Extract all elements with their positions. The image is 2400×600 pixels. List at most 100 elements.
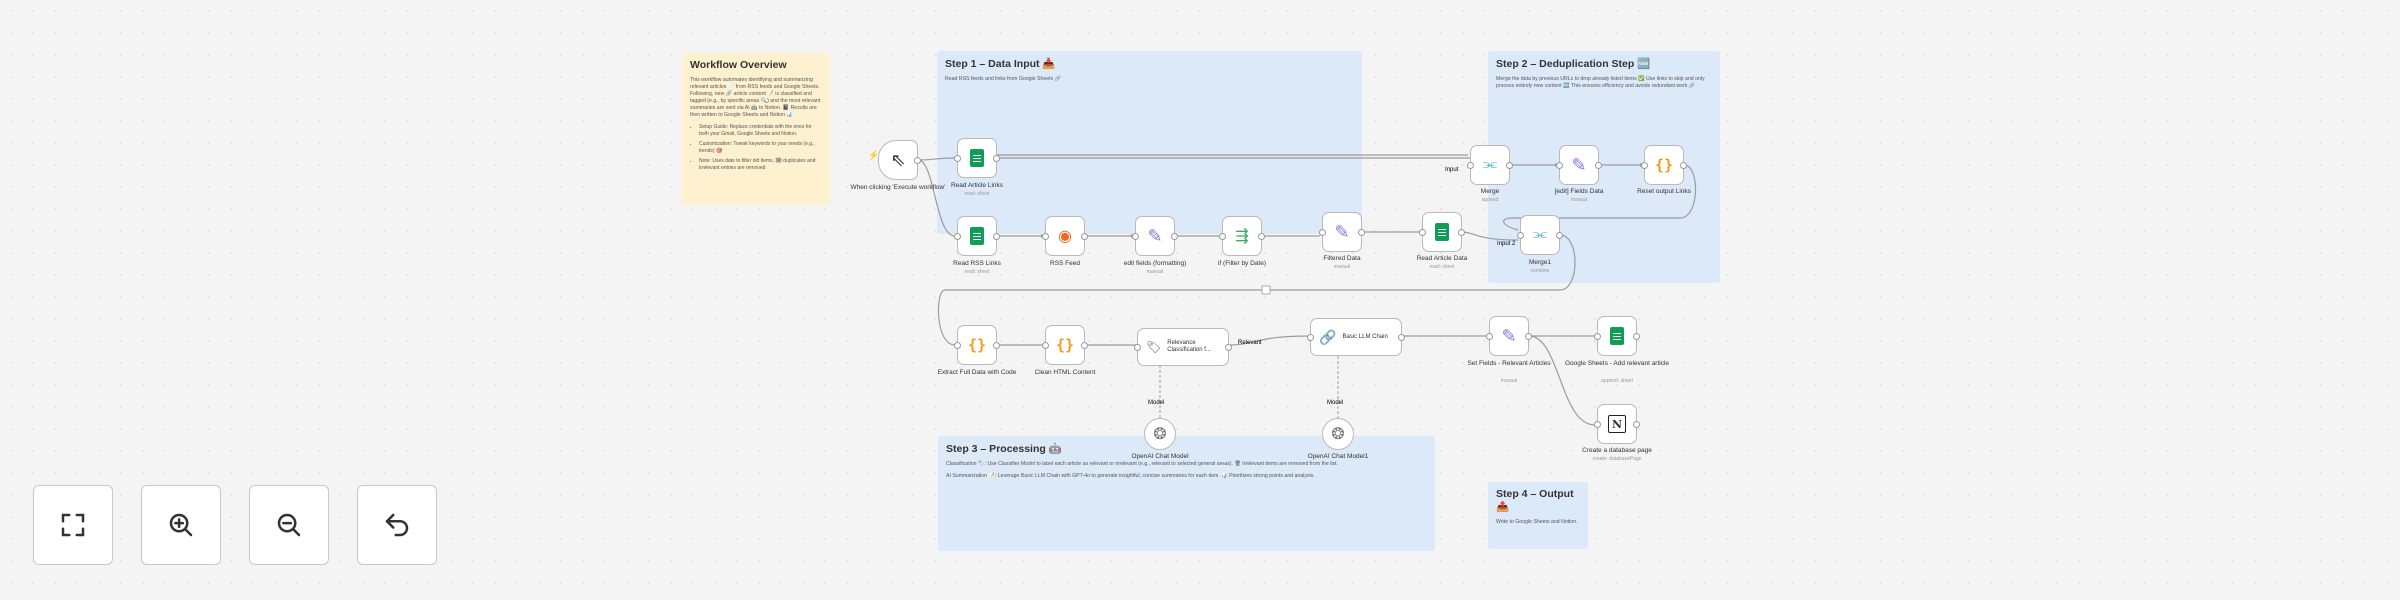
rss-icon: ◉ xyxy=(1058,228,1072,245)
node-output-port[interactable] xyxy=(993,342,1000,349)
node-input-port[interactable] xyxy=(1517,232,1524,239)
node-filter-by-date[interactable]: ⇶ xyxy=(1219,216,1265,256)
node-output-port[interactable] xyxy=(914,157,921,164)
pencil-icon: ✎ xyxy=(1501,326,1517,346)
zoom-in-button[interactable] xyxy=(141,485,221,565)
node-input-port[interactable] xyxy=(1319,229,1326,236)
node-basic-llm-chain[interactable]: 🔗 Basic LLM Chain xyxy=(1307,318,1405,356)
node-rss-feed[interactable]: ◉ xyxy=(1042,216,1088,256)
pencil-icon: ✎ xyxy=(1334,222,1350,242)
node-read-article-data[interactable] xyxy=(1419,212,1465,252)
node-output-port[interactable] xyxy=(1556,232,1563,239)
zoom-out-button[interactable] xyxy=(249,485,329,565)
node-output-port[interactable] xyxy=(1525,333,1532,340)
node-input-port[interactable] xyxy=(954,342,961,349)
node-merge[interactable]: ⫘ xyxy=(1467,145,1513,185)
node-label: Read Article Data xyxy=(1416,255,1468,262)
chain-link-icon: 🔗 xyxy=(1319,328,1337,345)
node-label: Extract Full Data with Code xyxy=(937,369,1017,376)
node-output-port[interactable] xyxy=(1081,342,1088,349)
node-input-port[interactable] xyxy=(1219,233,1226,240)
node-filtered-data[interactable]: ✎ xyxy=(1319,212,1365,252)
node-label: OpenAI Chat Model1 xyxy=(1307,453,1369,460)
node-output-port[interactable] xyxy=(993,155,1000,162)
node-edit-fields-data[interactable]: ✎ xyxy=(1556,145,1602,185)
node-clean-html-content[interactable]: {} xyxy=(1042,325,1088,365)
node-label: When clicking 'Execute workflow' xyxy=(850,184,946,191)
sticky-title: Step 2 – Deduplication Step 🆕 xyxy=(1496,58,1651,70)
node-set-fields-relevant[interactable]: ✎ xyxy=(1486,316,1532,356)
google-sheets-icon xyxy=(1610,327,1624,345)
node-input-port[interactable] xyxy=(1042,342,1049,349)
sticky-list-item: Customization: Tweak keywords to your ne… xyxy=(699,141,822,155)
node-label: Filtered Data xyxy=(1323,255,1361,262)
node-output-port[interactable] xyxy=(1506,162,1513,169)
node-reset-output-links[interactable]: {} xyxy=(1641,145,1687,185)
notion-icon: N xyxy=(1608,415,1626,433)
code-icon: {} xyxy=(1055,336,1075,354)
node-label: Basic LLM Chain xyxy=(1342,333,1388,340)
connection xyxy=(917,159,956,237)
node-label: Relevance Classification f... xyxy=(1167,340,1211,353)
node-output-port[interactable] xyxy=(1633,421,1640,428)
node-output-port[interactable] xyxy=(1633,333,1640,340)
node-create-notion-page[interactable]: N xyxy=(1594,404,1640,444)
node-input-port[interactable] xyxy=(1594,421,1601,428)
node-edit-fields-formatting[interactable]: ✎ xyxy=(1132,216,1178,256)
node-read-rss-links[interactable] xyxy=(954,216,1000,256)
node-output-port[interactable] xyxy=(1225,344,1232,351)
node-output-port[interactable] xyxy=(1458,229,1465,236)
node-input-port[interactable] xyxy=(1594,333,1601,340)
wire-label: Input 2 xyxy=(1497,241,1516,247)
zoom-in-icon xyxy=(169,513,193,537)
connection xyxy=(1528,335,1596,426)
node-input-port[interactable] xyxy=(954,233,961,240)
fit-view-icon xyxy=(61,513,85,537)
node-extract-full-article[interactable]: {} xyxy=(954,325,1000,365)
node-output-port[interactable] xyxy=(1398,334,1405,341)
node-input-port[interactable] xyxy=(1419,229,1426,236)
node-google-sheets-add[interactable] xyxy=(1594,316,1640,356)
sticky-step-4[interactable]: Step 4 – Output 📤 Write to Google Sheets… xyxy=(1488,482,1588,549)
sticky-workflow-overview[interactable]: Workflow Overview This workflow automate… xyxy=(682,53,830,205)
node-output-port[interactable] xyxy=(1258,233,1265,240)
pencil-icon: ✎ xyxy=(1571,155,1587,175)
node-output-port[interactable] xyxy=(993,233,1000,240)
node-output-port[interactable] xyxy=(1081,233,1088,240)
sticky-body: This workflow automates identifying and … xyxy=(690,77,821,118)
node-input-port[interactable] xyxy=(1134,344,1141,351)
node-input-port[interactable] xyxy=(954,155,961,162)
reset-zoom-button[interactable] xyxy=(357,485,437,565)
node-label: [edit] Fields Data xyxy=(1554,188,1604,195)
node-label: Create a database page xyxy=(1582,447,1652,454)
node-manual-trigger[interactable]: ⇖ xyxy=(878,140,921,180)
node-merge-1[interactable]: ⫘ xyxy=(1517,215,1563,255)
node-openai-chat-model-1[interactable]: ❂ xyxy=(1322,418,1354,450)
node-label: Merge xyxy=(1480,188,1500,195)
node-label: RSS Feed xyxy=(1050,260,1080,267)
sticky-list: Setup Guide: Replace credentials with th… xyxy=(690,124,822,172)
node-output-port[interactable] xyxy=(1171,233,1178,240)
fit-view-button[interactable] xyxy=(33,485,113,565)
node-subtitle: create: databasePage xyxy=(1592,456,1642,462)
node-input-port[interactable] xyxy=(1042,233,1049,240)
node-output-port[interactable] xyxy=(1358,229,1365,236)
node-input-port[interactable] xyxy=(1307,334,1314,341)
sticky-step-3[interactable]: Step 3 – Processing 🤖 Classification 🏷: … xyxy=(938,436,1435,551)
sticky-step-1[interactable]: Step 1 – Data Input 📥 Read RSS feeds and… xyxy=(937,51,1362,234)
node-input-port[interactable] xyxy=(1132,233,1139,240)
node-output-port[interactable] xyxy=(1595,162,1602,169)
node-subtitle: read: sheet xyxy=(964,191,990,197)
tag-icon: 🏷 xyxy=(1146,340,1162,354)
node-read-article-links[interactable] xyxy=(954,138,1000,178)
node-relevance-classification[interactable]: 🏷 Relevance Classification f... xyxy=(1134,328,1232,366)
sticky-body: Classification 🏷: Use Classifier Model t… xyxy=(946,461,1339,467)
node-openai-chat-model[interactable]: ❂ xyxy=(1144,418,1176,450)
node-input-port[interactable] xyxy=(1486,333,1493,340)
node-input-port[interactable] xyxy=(1467,162,1474,169)
node-output-port[interactable] xyxy=(1680,162,1687,169)
node-input-port[interactable] xyxy=(1641,162,1648,169)
node-input-port[interactable] xyxy=(1556,162,1563,169)
wire-label: Relevant xyxy=(1238,340,1262,346)
connection xyxy=(997,157,1479,161)
